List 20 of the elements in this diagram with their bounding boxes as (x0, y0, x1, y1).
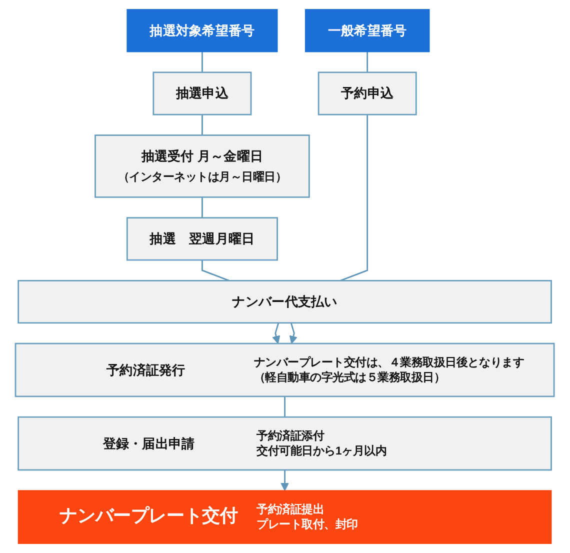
node-box: ナンバー代支払い (18, 280, 552, 324)
connector (340, 114, 368, 282)
connector (202, 52, 204, 72)
connector (366, 52, 368, 72)
node-box: ナンバープレート交付 予約済証提出 プレート取付、封印 (18, 490, 552, 544)
node-box: 抽選申込 (152, 72, 252, 116)
node-box: 予約済証発行 ナンバープレート交付は、４業務取扱日後となります （軽自動車の字光式は５業務取扱日） (15, 342, 555, 398)
node-box: 抽選受付 月～金曜日 （インターネットは月～日曜日） (94, 134, 310, 198)
arrow (280, 470, 290, 491)
node-box: 抽選対象希望番号 (126, 9, 278, 52)
connector (284, 396, 286, 418)
node-box: 登録・届出申請 予約済証添付 交付可能日から1ヶ月以内 (18, 416, 552, 471)
arrow (290, 322, 298, 344)
node-box: 一般希望番号 (305, 9, 430, 52)
connector (202, 114, 204, 136)
node-box: 抽選 翌週月曜日 (126, 217, 278, 261)
node-box: 予約申込 (318, 72, 418, 116)
connector (202, 260, 230, 282)
arrow (272, 322, 280, 344)
connector (202, 197, 204, 218)
